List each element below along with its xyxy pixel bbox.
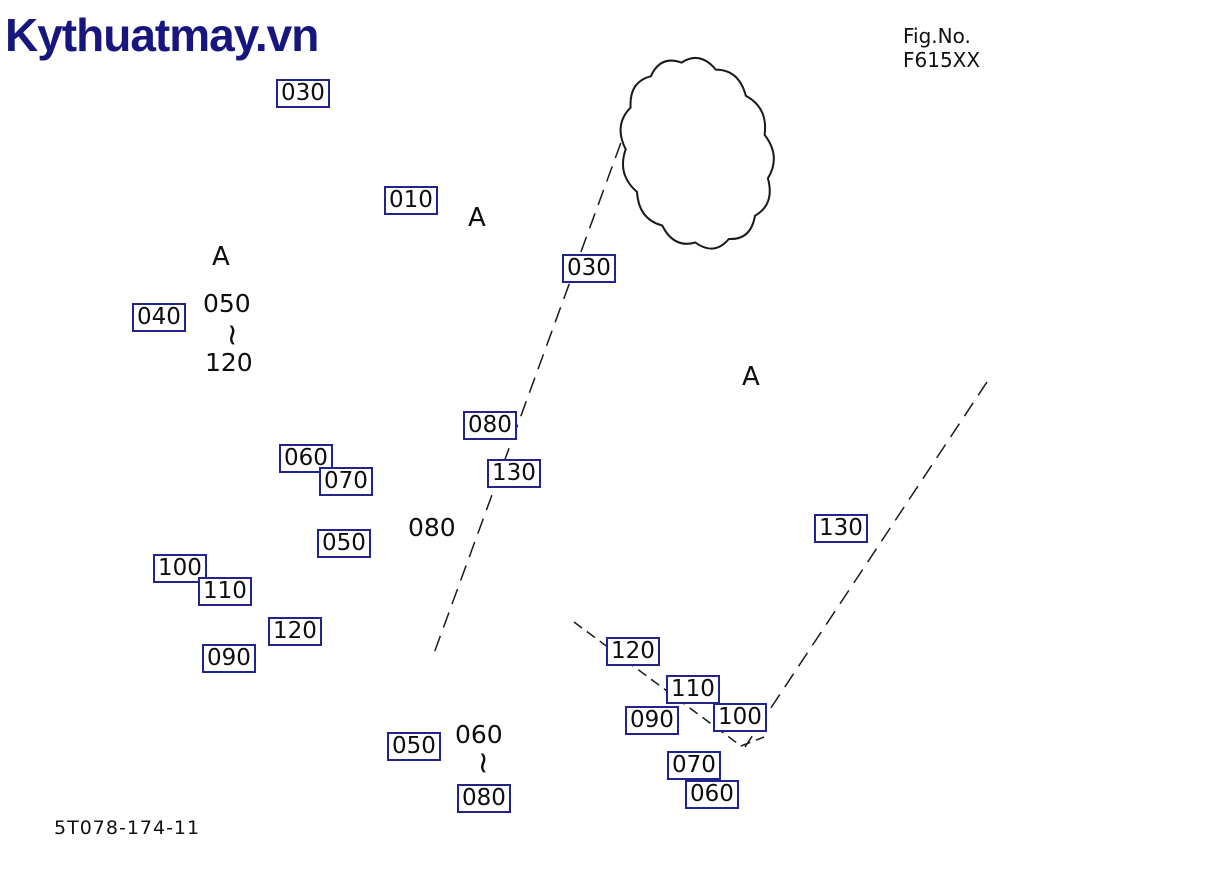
callout-left-120: 120 (268, 617, 322, 646)
callout-bar: 010 (384, 186, 438, 215)
callout-nut-mid: 030 (562, 254, 616, 283)
drawing-code: 5T078-174-11 (54, 817, 201, 839)
figure-number-block: Fig.No. F615XX (903, 24, 980, 72)
callout-bottom-070: 070 (667, 751, 721, 780)
callout-right-110: 110 (666, 675, 720, 704)
callout-range-040-start: 050 (203, 289, 251, 318)
callout-left-090: 090 (202, 644, 256, 673)
callout-group-040: 040 (132, 303, 186, 332)
callout-bottom-060b: 060 (685, 780, 739, 809)
callout-nut-top: 030 (276, 79, 330, 108)
callout-range-040-tilde: ~ (214, 322, 250, 348)
callout-bottom-050: 050 (387, 732, 441, 761)
callout-view-top: A (468, 203, 486, 233)
figure-number-value: F615XX (903, 48, 981, 72)
callout-right-120: 120 (606, 637, 660, 666)
callout-left-070: 070 (319, 467, 373, 496)
callout-right-100: 100 (713, 703, 767, 732)
callout-left-130: 130 (487, 459, 541, 488)
callout-bottom-080: 080 (457, 784, 511, 813)
callout-bottom-tilde: ~ (465, 750, 501, 776)
site-logo: Kythuatmay.vn (5, 9, 319, 61)
callout-left-080-plain: 080 (408, 513, 456, 542)
callout-range-040-view: A (212, 242, 230, 272)
callout-right-130: 130 (814, 514, 868, 543)
callout-left-050: 050 (317, 529, 371, 558)
callout-view-right: A (742, 362, 760, 392)
callout-left-080: 080 (463, 411, 517, 440)
callout-right-090: 090 (625, 706, 679, 735)
callout-left-110: 110 (198, 577, 252, 606)
callout-range-040-end: 120 (205, 348, 253, 377)
callout-bottom-060a: 060 (455, 720, 503, 749)
callout-left-100: 100 (153, 554, 207, 583)
figure-number-label: Fig.No. (903, 24, 971, 48)
